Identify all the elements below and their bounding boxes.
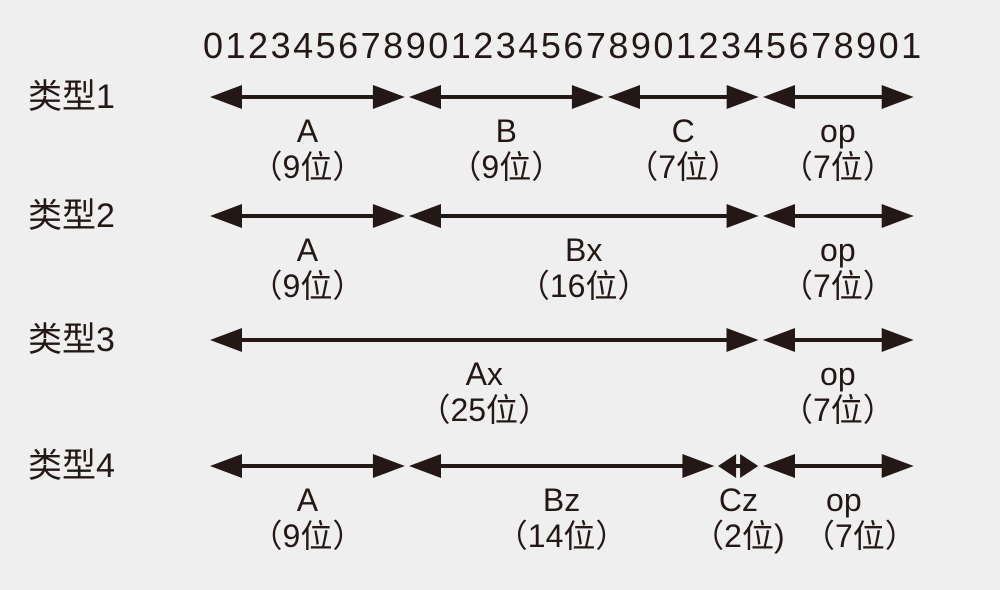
format-row-type-1: 类型1 A （9位） B （9位） C （7位） op （7位） [0,78,1000,191]
field-width-label: （9位） [250,149,365,185]
field-width-label: （9位） [250,268,365,304]
field-width-label: （9位） [449,149,564,185]
field-name-label: C [671,113,695,149]
field-cz: Cz （2位) [692,450,785,560]
field-name-label: A [296,482,319,518]
field-op: op （7位） [761,200,916,310]
field-ax: Ax （25位） [208,324,761,434]
field-width-label: （7位） [780,268,895,304]
arrow-head-right [726,328,759,352]
field-name-label: op [826,482,862,518]
field-a: A （9位） [208,450,407,560]
field-name-label: A [296,113,319,149]
arrow-head-left [762,85,795,109]
field-a: A （9位） [208,81,407,191]
arrow-head-left [607,85,640,109]
arrow-head-right [726,85,759,109]
field-bx: Bx （16位） [407,200,761,310]
field-name-label: B [495,113,517,149]
field-c: C （7位） [606,81,761,191]
field-b: B （9位） [407,81,606,191]
field-width-label: （7位） [780,149,895,185]
field-name-label: op [820,356,856,392]
field-width-label: （7位） [802,518,917,554]
format-row-type-4: 类型4 A （9位） Bz （14位） Cz （2位) op （7位） [0,447,1000,560]
field-name-label: op [820,232,856,268]
arrow-head-left [718,454,737,478]
field-a: A （9位） [208,200,407,310]
field-width-label: （25位） [418,392,551,428]
arrow-head-right [571,85,604,109]
arrow-head-right [881,204,914,228]
double-arrow [210,85,405,109]
field-op: op （7位） [761,81,916,191]
format-row-type-2: 类型2 A （9位） Bx （16位） op （7位） [0,197,1000,310]
double-arrow [762,85,914,109]
arrow-head-right [881,328,914,352]
arrow-head-right [726,204,759,228]
arrow-head-right [372,454,405,478]
arrow-head-right [372,85,405,109]
double-arrow [718,454,759,478]
arrow-head-left [408,85,441,109]
format-type-label: 类型3 [28,321,115,359]
field-width-label: （7位） [780,392,895,428]
field-width-label: （14位） [495,518,628,554]
field-op: op （7位） [761,324,916,434]
field-width-label: （7位） [626,149,741,185]
format-row-type-3: 类型3 Ax （25位） op （7位） [0,321,1000,434]
double-arrow [210,204,405,228]
field-name-label: Ax [465,356,503,392]
double-arrow [210,454,405,478]
arrow-head-left [762,454,795,478]
arrow-head-left [210,328,242,352]
field-name-label: op [820,113,856,149]
arrow-head-right [881,85,914,109]
double-arrow [762,328,914,352]
field-width-label: （16位） [517,268,650,304]
arrow-head-right [682,454,715,478]
arrow-head-left [210,204,242,228]
double-arrow [408,454,715,478]
arrow-head-left [762,328,795,352]
field-name-label: Bx [565,232,603,268]
double-arrow [607,85,759,109]
field-name-label: Cz [718,482,758,518]
format-type-label: 类型2 [28,197,115,235]
field-width-label: （2位) [692,518,785,554]
arrow-head-right [372,204,405,228]
arrow-head-left [408,204,441,228]
arrow-head-left [762,204,795,228]
double-arrow [408,204,759,228]
double-arrow [762,204,914,228]
field-name-label: A [296,232,319,268]
field-bz: Bz （14位） [407,450,716,560]
double-arrow [408,85,604,109]
arrow-head-left [210,454,242,478]
format-type-label: 类型1 [28,78,115,116]
double-arrow [762,454,914,478]
format-type-label: 类型4 [28,447,115,485]
arrow-head-right [881,454,914,478]
arrow-head-right [740,454,759,478]
field-name-label: Bz [542,482,581,518]
arrow-head-left [408,454,441,478]
double-arrow [210,328,759,352]
arrow-head-left [210,85,242,109]
field-width-label: （9位） [250,518,365,554]
bit-index-ruler: 01234567890123456789012345678901 [203,25,924,66]
field-op: op （7位） [761,450,917,560]
